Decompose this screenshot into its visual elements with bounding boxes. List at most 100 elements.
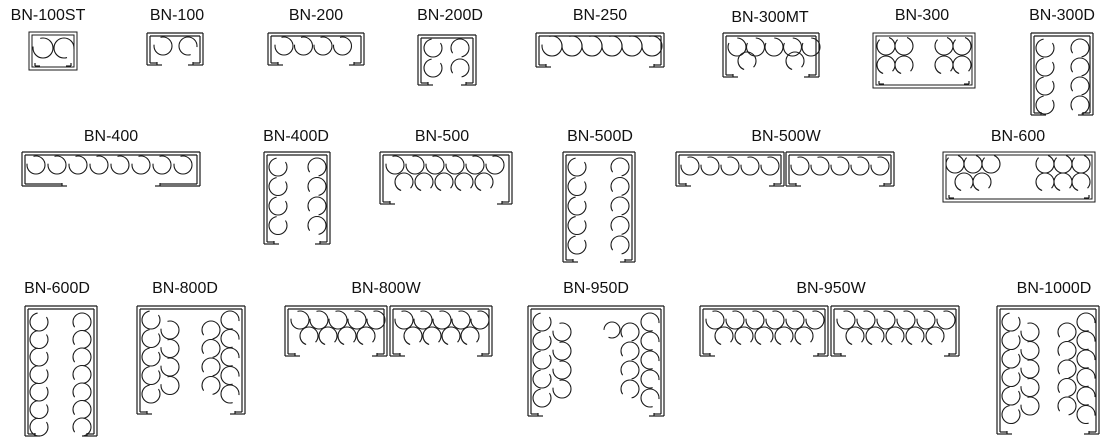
bike-slot-circle xyxy=(1035,38,1055,58)
bike-slot-circle xyxy=(1001,349,1021,369)
bike-slot-circle xyxy=(356,326,376,346)
bike-slot-circle xyxy=(640,369,660,389)
plan-bn-300 xyxy=(872,32,976,89)
bike-slot-circle xyxy=(394,310,414,330)
label-bn-950w: BN-950W xyxy=(796,280,866,297)
bike-slot-circle xyxy=(532,350,552,370)
bike-slot-circle xyxy=(764,37,784,57)
bike-slot-circle xyxy=(610,176,630,197)
label-bn-250: BN-250 xyxy=(572,7,628,24)
bike-slot-circle xyxy=(422,326,442,346)
bike-slot-circle xyxy=(470,310,490,330)
bike-slot-circle xyxy=(72,417,92,437)
bike-slot-circle xyxy=(934,36,954,56)
bike-slot-circle xyxy=(552,379,572,399)
bike-slot-circle xyxy=(532,369,552,389)
bike-slot-circle xyxy=(754,326,774,346)
bike-slot-circle xyxy=(201,338,221,359)
bike-slot-circle xyxy=(1020,377,1040,398)
bike-slot-circle xyxy=(72,364,92,385)
bike-slot-circle xyxy=(714,326,734,346)
bike-slot-circle xyxy=(552,341,572,361)
label-bn-1000d: BN-1000D xyxy=(1016,280,1092,297)
bike-slot-circle xyxy=(405,155,425,175)
bike-slot-circle xyxy=(313,36,333,56)
bike-slot-circle xyxy=(610,196,630,216)
bike-slot-circle xyxy=(905,326,925,346)
bike-slot-circle xyxy=(640,312,660,332)
plan-bn-100st xyxy=(28,31,78,71)
bike-slot-circle xyxy=(274,36,294,56)
bike-slot-circle xyxy=(201,320,221,340)
bike-slot-circle xyxy=(1035,154,1055,174)
plan-bn-250 xyxy=(535,32,665,68)
plan-bn-500d xyxy=(562,151,636,263)
bike-slot-circle xyxy=(1020,340,1040,361)
enclosure-wall xyxy=(872,32,976,89)
bike-slot-circle xyxy=(1071,172,1091,192)
bike-slot-circle xyxy=(856,310,876,330)
bike-slot-circle xyxy=(72,312,92,332)
bike-slot-circle xyxy=(152,155,172,175)
bike-slot-circle xyxy=(896,310,916,330)
bike-slot-circle xyxy=(801,37,821,57)
bike-slot-circle xyxy=(785,310,805,330)
bike-slot-circle xyxy=(1076,312,1096,332)
bike-slot-circle xyxy=(307,176,327,197)
bike-slot-circle xyxy=(29,347,49,367)
bike-slot-circle xyxy=(1070,95,1090,115)
bike-slot-circle xyxy=(620,379,640,399)
bike-slot-circle xyxy=(610,235,630,255)
bike-slot-circle xyxy=(532,331,552,351)
bike-slot-circle xyxy=(936,310,956,330)
bike-slot-circle xyxy=(567,235,587,255)
bike-slot-circle xyxy=(774,326,794,346)
bike-slot-circle xyxy=(1020,322,1040,342)
bike-slot-circle xyxy=(790,156,810,176)
bike-slot-circle xyxy=(1001,404,1021,425)
bike-slot-circle xyxy=(366,310,386,330)
bike-slot-circle xyxy=(307,196,327,216)
bike-slot-circle xyxy=(434,172,454,192)
bike-slot-circle xyxy=(1001,312,1021,332)
plan-bn-950d xyxy=(527,305,665,417)
bike-slot-circle xyxy=(403,326,423,346)
bike-slot-circle xyxy=(131,155,151,175)
bike-slot-circle xyxy=(1076,386,1096,406)
bike-slot-circle xyxy=(760,156,780,176)
bike-slot-circle xyxy=(385,155,405,175)
bike-slot-circle xyxy=(465,155,485,175)
bike-slot-circle xyxy=(332,36,353,56)
bike-slot-circle xyxy=(141,347,161,367)
bike-slot-circle xyxy=(725,310,745,330)
bike-slot-circle xyxy=(141,365,161,386)
bike-slot-circle xyxy=(1076,349,1096,369)
plan-bn-950w xyxy=(699,305,960,357)
bike-slot-circle xyxy=(850,156,870,176)
bike-slot-circle xyxy=(972,172,992,192)
bike-slot-circle xyxy=(734,326,754,346)
bike-slot-circle xyxy=(293,36,314,56)
bike-slot-circle xyxy=(561,35,583,57)
bike-slot-circle xyxy=(201,357,221,377)
bike-slot-circle xyxy=(451,310,471,330)
bike-slot-circle xyxy=(934,55,954,75)
bike-slot-circle xyxy=(836,310,856,330)
bike-slot-circle xyxy=(432,310,452,330)
bike-slot-circle xyxy=(916,310,936,330)
bike-slot-circle xyxy=(785,51,805,71)
bike-slot-circle xyxy=(454,172,474,192)
bike-slot-circle xyxy=(268,215,288,236)
bike-slot-circle xyxy=(1001,330,1021,351)
bike-slot-circle xyxy=(201,375,221,396)
bike-slot-circle xyxy=(160,375,180,396)
bike-slot-circle xyxy=(299,326,319,346)
bike-slot-circle xyxy=(805,310,825,330)
bike-slot-circle xyxy=(1035,57,1055,77)
bike-slot-circle xyxy=(745,37,766,57)
bike-slot-circle xyxy=(610,215,630,236)
bike-slot-circle xyxy=(541,35,563,57)
bike-slot-circle xyxy=(1053,172,1073,192)
bike-slot-circle xyxy=(737,51,757,71)
